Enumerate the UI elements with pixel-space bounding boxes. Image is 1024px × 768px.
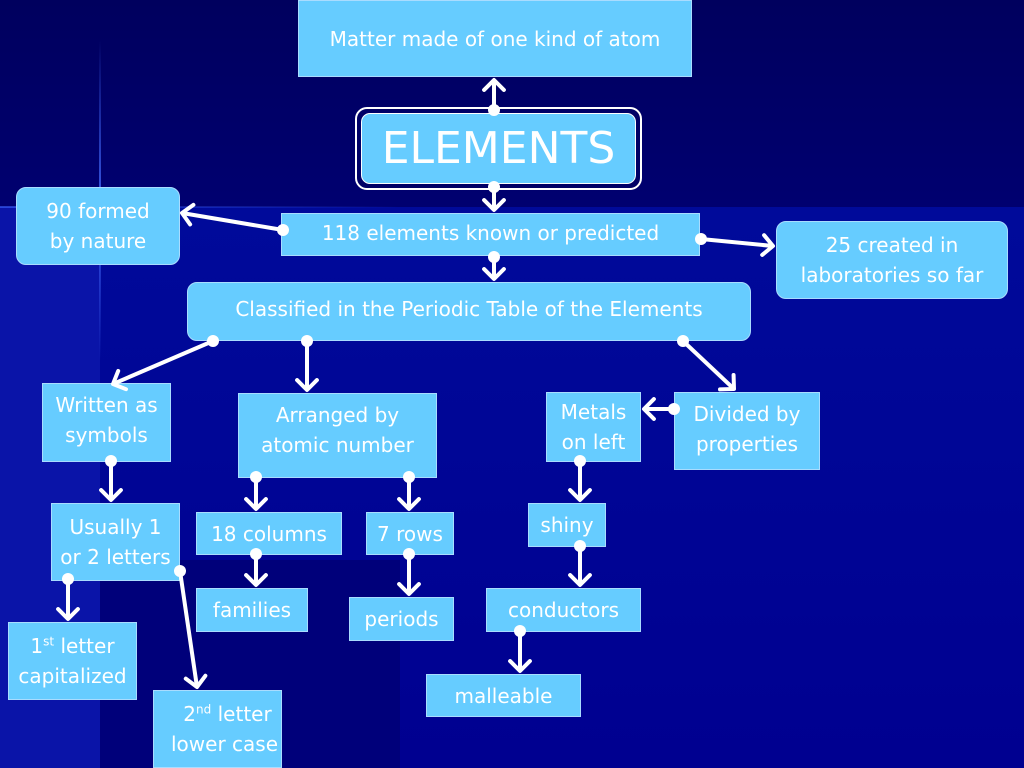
node-shiny-label: shiny — [540, 513, 594, 537]
node-rows-label: 7 rows — [377, 521, 443, 546]
node-letters-line2: or 2 letters — [60, 545, 171, 569]
node-arranged-line1: Arranged by — [275, 403, 400, 427]
node-arranged-line2: atomic number — [261, 433, 414, 457]
node-periods: periods — [349, 597, 454, 641]
node-columns-label: 18 columns — [211, 521, 327, 546]
node-shiny: shiny — [528, 503, 606, 547]
node-columns: 18 columns — [196, 512, 342, 555]
node-divided-line1: Divided by — [693, 402, 801, 426]
node-first-letter-line2: capitalized — [18, 664, 127, 688]
node-malleable: malleable — [426, 674, 581, 717]
node-metals: Metals on left — [546, 392, 641, 462]
node-metals-line2: on left — [561, 430, 626, 454]
node-lab-line1: 25 created in — [825, 233, 959, 257]
node-arranged: Arranged by atomic number — [238, 393, 437, 478]
node-symbols-line2: symbols — [65, 423, 148, 447]
node-conductors: conductors — [486, 588, 641, 632]
node-nature: 90 formed by nature — [16, 187, 180, 265]
node-nature-line1: 90 formed — [46, 199, 150, 223]
node-lab-line2: laboratories so far — [800, 263, 984, 287]
node-periods-label: periods — [364, 607, 439, 631]
node-metals-line1: Metals — [560, 400, 627, 424]
first-superscript: st — [43, 634, 55, 649]
node-classified: Classified in the Periodic Table of the … — [187, 282, 751, 341]
node-matter: Matter made of one kind of atom — [298, 0, 692, 77]
node-known: 118 elements known or predicted — [281, 213, 700, 256]
second-superscript: nd — [196, 702, 212, 717]
second-number: 2 — [183, 702, 197, 726]
node-second-letter-line1: 2nd letter — [163, 699, 271, 729]
first-number: 1 — [30, 634, 44, 658]
node-known-label: 118 elements known or predicted — [321, 220, 660, 245]
node-second-letter-line2: lower case — [170, 732, 278, 756]
node-second-letter: 2nd letter lower case — [153, 690, 282, 768]
node-symbols: Written as symbols — [42, 383, 171, 462]
node-malleable-label: malleable — [454, 683, 553, 708]
node-divided-line2: properties — [695, 432, 799, 456]
node-first-letter-line1: 1st letter — [30, 631, 114, 661]
node-letters: Usually 1 or 2 letters — [51, 503, 180, 581]
node-conductors-label: conductors — [508, 598, 619, 622]
node-elements-title: ELEMENTS — [361, 113, 636, 184]
node-first-letter: 1st letter capitalized — [8, 622, 137, 700]
node-lab: 25 created in laboratories so far — [776, 221, 1008, 299]
node-families: families — [196, 588, 308, 632]
node-matter-label: Matter made of one kind of atom — [329, 26, 661, 51]
first-letter-word: letter — [54, 634, 115, 658]
second-letter-word: letter — [211, 702, 272, 726]
background-glow-horizontal — [0, 206, 400, 208]
node-letters-line1: Usually 1 — [69, 515, 162, 539]
elements-title-label: ELEMENTS — [381, 122, 616, 174]
node-rows: 7 rows — [366, 512, 454, 555]
node-divided: Divided by properties — [674, 392, 820, 470]
node-nature-line2: by nature — [49, 229, 147, 253]
node-symbols-line1: Written as — [55, 393, 158, 417]
node-families-label: families — [212, 598, 292, 622]
node-classified-label: Classified in the Periodic Table of the … — [235, 296, 703, 321]
